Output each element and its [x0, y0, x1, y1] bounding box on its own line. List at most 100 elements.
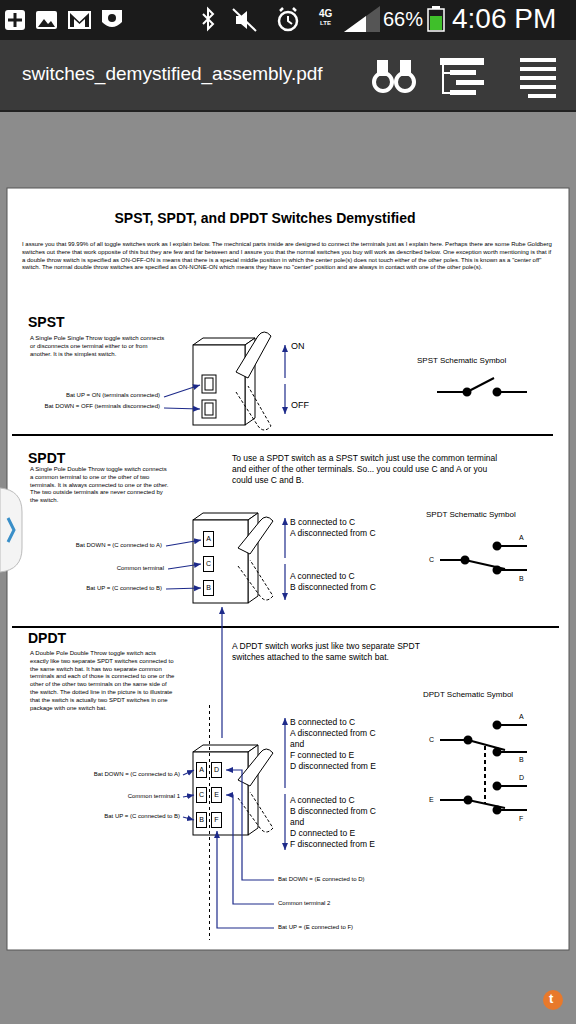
- section-heading: SPDT: [28, 449, 65, 467]
- note-text: To use a SPDT switch as a SPST switch ju…: [232, 453, 504, 486]
- dpdt-arrows-part: [284, 718, 285, 788]
- section-heading: DPDT: [28, 629, 66, 647]
- network-type: 4G: [319, 7, 332, 20]
- callout-text: Common terminal 1: [128, 793, 180, 801]
- spdt-arrows-part: [168, 564, 201, 569]
- document-page-part: [0, 488, 22, 572]
- dpdt-switch-part: [193, 752, 248, 835]
- battery-level: 66%: [383, 6, 423, 32]
- dpdt-switch-part: [193, 745, 258, 752]
- spdt-symbol-part: [497, 545, 527, 547]
- status-bar-part: [233, 9, 256, 31]
- app-bar-part: [520, 67, 556, 71]
- status-bar-part: [288, 16, 292, 24]
- terminal-letter: B: [519, 574, 524, 583]
- callout-text: Bat UP = (C connected to B): [86, 585, 162, 593]
- app-logo: t: [549, 991, 553, 1008]
- app-bar-part: [400, 60, 411, 76]
- callout-text: Bat UP = (E connected to F): [278, 924, 353, 932]
- dpdt-arrows-part: [226, 795, 274, 904]
- terminal-letter: A: [519, 712, 524, 721]
- spdt-arrows-part: [166, 588, 201, 589]
- switch-terminal: A: [203, 531, 214, 547]
- dpdt-switch-part: [209, 705, 210, 940]
- spdt-symbol-part: [497, 569, 527, 571]
- spst-symbol: [437, 378, 527, 396]
- dpdt-arrows-part: [183, 817, 194, 820]
- spst-switch-part: [202, 375, 216, 393]
- app-bar-part: [377, 60, 388, 76]
- dpdt-arrows-part: [284, 794, 285, 850]
- clock: 4:06 PM: [452, 1, 556, 37]
- switch-terminal: C: [196, 787, 207, 803]
- callout-text: Bat DOWN = (C connected to A): [76, 542, 162, 550]
- switch-terminal: C: [203, 556, 214, 572]
- document-page: [0, 112, 576, 1024]
- status-bar-part: [8, 13, 22, 27]
- callout-text: Bat UP = ON (terminals connected): [66, 392, 160, 400]
- spst-symbol-part: [497, 391, 527, 393]
- spdt-arrows-part: [284, 518, 285, 558]
- terminal-letter: A: [206, 535, 211, 542]
- callout-text: Bat DOWN = (C connected to A): [94, 771, 180, 779]
- symbol-caption: SPDT Schematic Symbol: [426, 510, 516, 520]
- state-text: B disconnected from C: [290, 582, 376, 593]
- page-title: SPST, SPDT, and DPDT Switches Demystifie…: [40, 209, 490, 227]
- spdt-arrows-part: [284, 564, 285, 600]
- status-bar-part: [70, 13, 89, 27]
- status-bar-part: [203, 9, 213, 29]
- dpdt-arrows: [183, 718, 285, 928]
- intro-text: I assure you that 99.99% of all toggle s…: [22, 241, 556, 272]
- document-page-part: [8, 518, 14, 542]
- state-text: A connected to C: [290, 795, 355, 806]
- state-text: D disconnected from E: [290, 761, 376, 772]
- section-text: A Single Pole Double Throw toggle switch…: [30, 466, 170, 505]
- state-text: F connected to E: [290, 750, 354, 761]
- switch-terminal: E: [211, 787, 222, 803]
- state-text: B connected to C: [290, 717, 355, 728]
- spst-symbol-part: [467, 378, 494, 392]
- symbol-caption: SPST Schematic Symbol: [417, 356, 506, 366]
- switch-terminal: D: [211, 762, 222, 778]
- callout-text: Bat DOWN = OFF (terminals disconnected): [44, 403, 160, 411]
- status-bar-part: [0, 0, 576, 40]
- app-bar-part: [456, 80, 484, 85]
- status-bar-part: [430, 16, 442, 30]
- state-text: D connected to E: [290, 828, 355, 839]
- dpdt-arrows-part: [217, 831, 274, 928]
- state-text: A disconnected from C: [290, 728, 376, 739]
- document-page-part: [7, 188, 569, 950]
- app-bar-part: [520, 58, 556, 62]
- terminal-letter: F: [519, 814, 523, 823]
- spst-switch-part: [205, 378, 213, 390]
- spdt-switch-part: [193, 520, 248, 603]
- terminal-letter: C: [206, 560, 211, 567]
- app-bar-part: [440, 58, 484, 65]
- callout-text: Bat DOWN = (E connected to D): [278, 876, 365, 884]
- dpdt-symbol-part: [497, 809, 527, 811]
- spdt-arrows-part: [166, 540, 201, 546]
- state-text: and: [290, 817, 304, 828]
- app-bar-part: [443, 65, 450, 93]
- dpdt-symbol-part: [497, 724, 527, 726]
- dpdt-switch: [193, 705, 273, 940]
- section-heading: SPST: [28, 313, 65, 331]
- status-bar-part: [68, 11, 91, 29]
- spst-switch-part: [236, 332, 271, 378]
- app-bar-part: [0, 40, 576, 112]
- app-bar-part: [528, 94, 556, 98]
- status-bar-part: [428, 9, 444, 31]
- network-type: LTE: [320, 20, 331, 28]
- status-bar-part: [38, 19, 55, 27]
- spdt-symbol: [440, 543, 527, 574]
- status-bar-part: [432, 6, 440, 9]
- spdt-switch-part: [238, 517, 273, 554]
- dpdt-symbol: [440, 722, 527, 814]
- terminal-letter: D: [214, 766, 219, 773]
- state-text: and: [290, 739, 304, 750]
- spst-arrows: [164, 345, 285, 414]
- spdt-switch-part: [238, 560, 273, 600]
- document-page-part: [12, 626, 559, 628]
- terminal-letter: C: [429, 555, 434, 564]
- status-bar-part: [279, 12, 297, 30]
